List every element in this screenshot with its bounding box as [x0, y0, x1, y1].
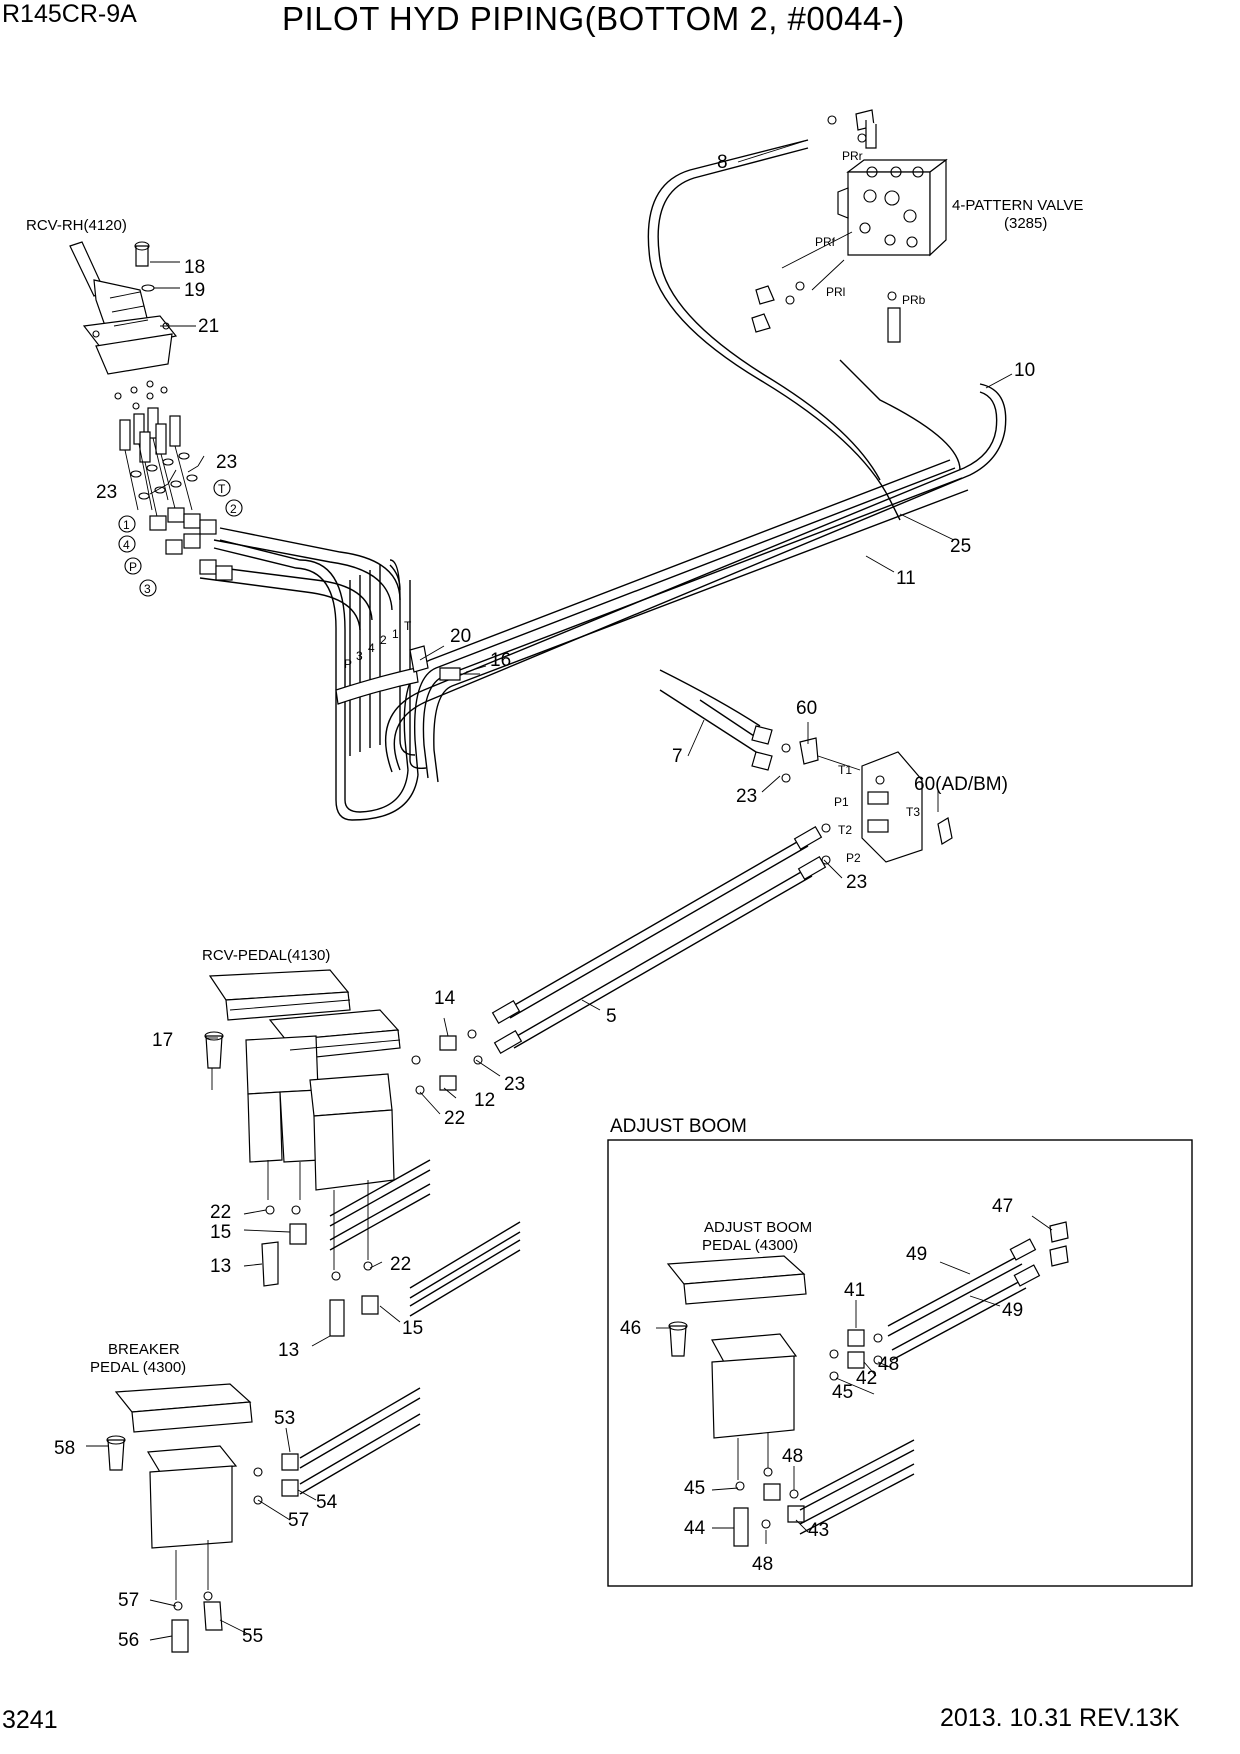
leader-lines	[86, 139, 1053, 1641]
adjust-pedal-label-2: PEDAL (4300)	[702, 1237, 798, 1254]
rcv-pedal-label: RCV-PEDAL(4130)	[202, 947, 330, 964]
breaker-pedal	[114, 1383, 253, 1600]
port-prb: PRb	[902, 293, 926, 307]
callout-23-left: 23	[96, 482, 117, 503]
port-t3: T3	[906, 805, 920, 819]
four-pattern-valve	[837, 109, 948, 257]
valve-name-label: 4-PATTERN VALVE	[952, 197, 1083, 214]
callout-19: 19	[184, 280, 205, 301]
callout-43: 43	[808, 1520, 829, 1541]
callout-23-right: 23	[216, 452, 237, 473]
hose-tag-1: 1	[392, 627, 399, 641]
hose-tag-4: 4	[368, 641, 375, 655]
callout-17: 17	[152, 1030, 173, 1051]
hose-tag-p: P	[344, 657, 352, 671]
port-prl: PRl	[826, 285, 845, 299]
callout-22-left: 22	[210, 1202, 231, 1223]
hose-tag-2: 2	[380, 633, 387, 647]
conn-3: 3	[144, 582, 151, 596]
callout-25: 25	[950, 536, 971, 557]
callout-56: 56	[118, 1630, 139, 1651]
callout-18: 18	[184, 257, 205, 278]
part-callouts: 8 10 18 19 21 23 23 25 11 20 16 60 60(AD…	[54, 152, 1035, 1651]
hose-tag-3: 3	[356, 649, 363, 663]
callout-7: 7	[672, 746, 683, 767]
callout-13-lower: 13	[278, 1340, 299, 1361]
callout-15-lower: 15	[402, 1318, 423, 1339]
callout-57-right: 57	[288, 1510, 309, 1531]
revision-date: 2013. 10.31 REV.13K	[940, 1704, 1180, 1732]
callout-48-upper: 48	[878, 1354, 899, 1375]
model-code: R145CR-9A	[2, 0, 137, 28]
adjust-boom-box	[607, 1139, 1193, 1587]
adjust-boom-pedal	[666, 1255, 807, 1480]
hose-tag-t: T	[404, 619, 412, 633]
joystick-fittings	[114, 380, 233, 581]
callout-23-junction-b: 23	[846, 872, 867, 893]
callout-20: 20	[450, 626, 471, 647]
breaker-label-1: BREAKER	[108, 1341, 180, 1358]
hose-clamp	[335, 645, 480, 705]
callout-54: 54	[316, 1492, 338, 1513]
callout-12: 12	[474, 1090, 495, 1111]
callout-10: 10	[1014, 360, 1035, 381]
callout-5: 5	[606, 1006, 617, 1027]
breaker-label-2: PEDAL (4300)	[90, 1359, 186, 1376]
callout-60-adbm: 60(AD/BM)	[914, 774, 1008, 795]
callout-47: 47	[992, 1196, 1013, 1217]
callout-46: 46	[620, 1318, 641, 1339]
callout-60: 60	[796, 698, 817, 719]
adjust-pedal-label-1: ADJUST BOOM	[704, 1219, 812, 1236]
callout-15-upper: 15	[210, 1222, 231, 1243]
conn-4: 4	[123, 538, 130, 552]
callout-48-lower: 48	[752, 1554, 773, 1575]
callout-55: 55	[242, 1626, 263, 1647]
rcv-rh-label: RCV-RH(4120)	[26, 217, 127, 234]
valve-code-label: (3285)	[1004, 215, 1047, 232]
rcv-rh-joystick	[69, 241, 178, 375]
callout-21: 21	[198, 316, 219, 337]
callout-42: 42	[856, 1368, 877, 1389]
conn-1: 1	[123, 518, 130, 532]
pilot-hoses-upper	[199, 139, 1007, 821]
rcv-pedal	[208, 969, 401, 1270]
port-t2: T2	[838, 823, 852, 837]
port-t1: T1	[838, 763, 852, 777]
callout-53: 53	[274, 1408, 295, 1429]
conn-t: T	[218, 482, 226, 496]
conn-p: P	[129, 560, 137, 574]
page-title: PILOT HYD PIPING(BOTTOM 2, #0044-)	[282, 0, 905, 37]
callout-23-pedal: 23	[504, 1074, 525, 1095]
callout-49-lower: 49	[1002, 1300, 1023, 1321]
callout-8: 8	[717, 152, 728, 173]
callout-14: 14	[434, 988, 456, 1009]
port-prf: PRf	[815, 235, 836, 249]
callout-57-left: 57	[118, 1590, 139, 1611]
callout-48-mid: 48	[782, 1446, 803, 1467]
conn-2: 2	[230, 502, 237, 516]
callout-44: 44	[684, 1518, 706, 1539]
port-p2: P2	[846, 851, 861, 865]
port-p1: P1	[834, 795, 849, 809]
callout-22-upper: 22	[444, 1108, 465, 1129]
callout-45-lower: 45	[684, 1478, 705, 1499]
callout-58: 58	[54, 1438, 75, 1459]
port-prr: PRr	[842, 149, 863, 163]
callout-16: 16	[490, 650, 511, 671]
callout-23-junction-a: 23	[736, 786, 757, 807]
callout-22-lower: 22	[390, 1254, 411, 1275]
callout-45-upper: 45	[832, 1382, 853, 1403]
callout-11: 11	[896, 568, 916, 589]
junction-block	[799, 737, 953, 863]
adjust-boom-title: ADJUST BOOM	[610, 1116, 747, 1137]
callout-41: 41	[844, 1280, 865, 1301]
callout-13-upper: 13	[210, 1256, 231, 1277]
callout-49-upper: 49	[906, 1244, 927, 1265]
page-number: 3241	[2, 1706, 58, 1734]
